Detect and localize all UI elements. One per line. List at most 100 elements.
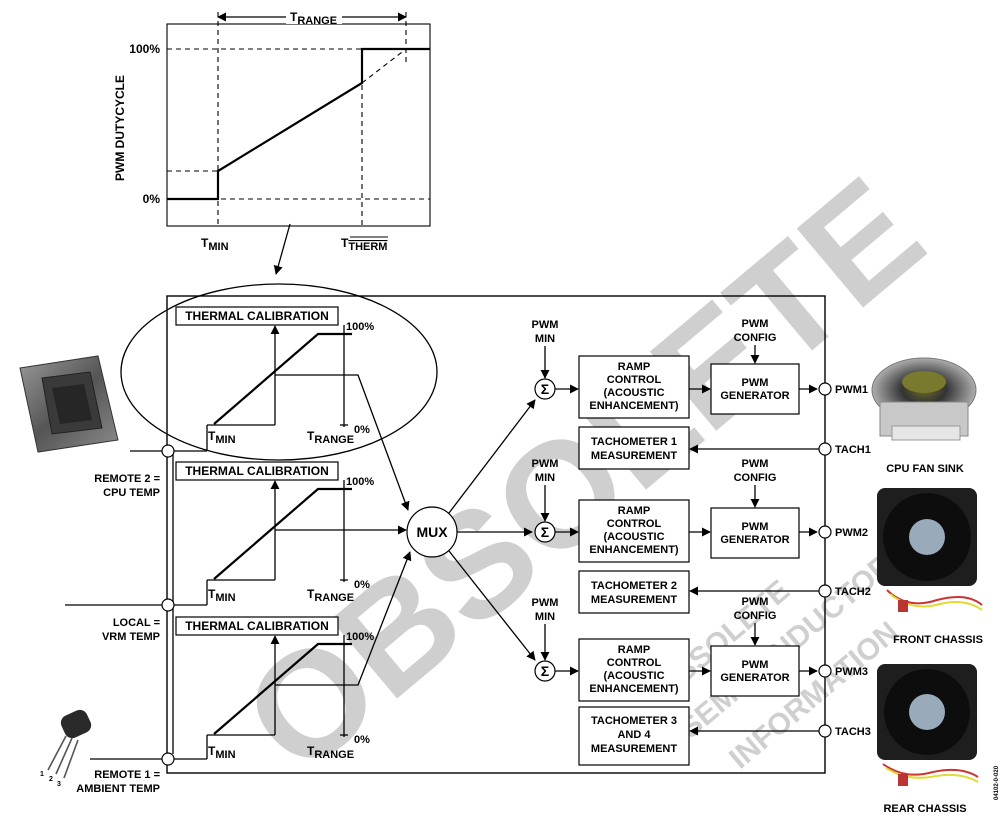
svg-text:LOCAL =: LOCAL = [113,617,160,629]
svg-text:MIN: MIN [535,472,555,484]
svg-text:REMOTE 1 =: REMOTE 1 = [94,769,160,781]
pin-remote2 [162,445,174,457]
svg-text:RAMP: RAMP [618,361,650,373]
cal-trange: TRANGE [307,429,354,446]
pin-tach1-label: TACH1 [835,444,871,456]
cal-tmin: TMIN [208,744,236,761]
mux-label: MUX [416,524,448,540]
svg-text:TACH3: TACH3 [835,726,871,738]
pwm-graph: TRANGE 100% 0% PWM DUTYCYCLE TMIN TTHERM [113,8,430,253]
svg-text:(ACOUSTIC: (ACOUSTIC [603,387,664,399]
svg-text:(ACOUSTIC: (ACOUSTIC [603,670,664,682]
cal-title: THERMAL CALIBRATION [185,309,329,323]
svg-text:TACHOMETER 3: TACHOMETER 3 [591,715,677,727]
pin-pwm2 [819,526,831,538]
cal-0: 0% [354,424,370,436]
input-labels: REMOTE 2 = CPU TEMP LOCAL = VRM TEMP REM… [76,473,160,795]
pwm-min-1-l2: MIN [535,333,555,345]
pin-tach1 [819,443,831,455]
pin-pwm1 [819,383,831,395]
front-chassis-fan-image [877,488,982,612]
svg-text:AMBIENT TEMP: AMBIENT TEMP [76,783,160,795]
cal-0: 0% [354,579,370,591]
svg-text:VRM TEMP: VRM TEMP [102,631,160,643]
svg-text:CONFIG: CONFIG [734,610,777,622]
sigma-1: Σ [541,381,549,397]
svg-text:GENERATOR: GENERATOR [720,534,789,546]
ramp-extension [362,49,406,83]
svg-text:RAMP: RAMP [618,505,650,517]
rear-chassis-label: REAR CHASSIS [883,803,966,815]
svg-text:REMOTE 2 =: REMOTE 2 = [94,473,160,485]
pwm-config-1-l1: PWM [742,318,769,330]
calibration-block-1: THERMAL CALIBRATION 100% 0% TMIN TRANGE [176,307,374,446]
svg-text:2: 2 [49,776,53,783]
svg-text:PWM: PWM [532,597,559,609]
svg-text:MEASUREMENT: MEASUREMENT [591,594,677,606]
cal-tmin: TMIN [208,429,236,446]
svg-text:MEASUREMENT: MEASUREMENT [591,743,677,755]
svg-text:TACHOMETER 1: TACHOMETER 1 [591,436,677,448]
cal-tmin: TMIN [208,587,236,604]
cal-curve [214,489,352,579]
svg-text:GENERATOR: GENERATOR [720,672,789,684]
cal-100: 100% [346,631,374,643]
svg-text:TACHOMETER 2: TACHOMETER 2 [591,580,677,592]
pin-tach3 [819,725,831,737]
svg-text:Σ: Σ [541,524,549,540]
cpu-fan-sink-label: CPU FAN SINK [886,463,964,475]
cal-title: THERMAL CALIBRATION [185,464,329,478]
svg-text:MEASUREMENT: MEASUREMENT [591,450,677,462]
svg-text:CONTROL: CONTROL [607,518,662,530]
svg-text:PWM3: PWM3 [835,666,868,678]
svg-text:PWM: PWM [742,659,769,671]
svg-text:PWM: PWM [742,458,769,470]
y-tick-100: 100% [129,42,160,56]
front-chassis-label: FRONT CHASSIS [893,634,983,646]
pin-local [162,599,174,611]
pwm-generator-box-1 [711,364,799,414]
svg-text:3: 3 [57,781,61,788]
cal-curve [214,334,352,424]
tachometer-box-2 [579,571,689,613]
duty-cycle-curve [167,49,430,199]
cal-title: THERMAL CALIBRATION [185,619,329,633]
svg-text:MIN: MIN [535,611,555,623]
svg-text:CONTROL: CONTROL [607,657,662,669]
cpu-chip-image [20,356,118,452]
svg-text:PWM: PWM [742,521,769,533]
svg-text:RAMP: RAMP [618,644,650,656]
graph-frame [167,24,430,226]
svg-text:PWM: PWM [742,596,769,608]
cal-100: 100% [346,321,374,333]
cal-0: 0% [354,734,370,746]
x-tick-tmin: TMIN [201,236,229,253]
zoom-arrow [276,224,290,274]
svg-text:(ACOUSTIC: (ACOUSTIC [603,531,664,543]
svg-text:ENHANCEMENT): ENHANCEMENT) [589,400,679,412]
svg-text:ENHANCEMENT): ENHANCEMENT) [589,683,679,695]
svg-text:1: 1 [40,771,44,778]
pin-remote1 [162,753,174,765]
svg-text:CPU TEMP: CPU TEMP [103,487,160,499]
cal-100: 100% [346,476,374,488]
tachometer-box-1 [579,427,689,469]
figure-id: 04102-0-020 [994,765,1000,800]
pwm-config-1-l2: CONFIG [734,332,777,344]
pin-pwm3 [819,665,831,677]
pwm-generator-box-3 [711,646,799,696]
svg-text:TACH2: TACH2 [835,586,871,598]
svg-text:GENERATOR: GENERATOR [720,390,789,402]
svg-text:CONTROL: CONTROL [607,374,662,386]
x-tick-ttherm: TTHERM [341,236,387,253]
svg-text:Σ: Σ [541,663,549,679]
cpu-fan-sink-image [872,358,976,440]
pin-pwm1-label: PWM1 [835,384,868,396]
svg-text:PWM: PWM [532,458,559,470]
y-tick-0: 0% [143,192,161,206]
svg-text:PWM2: PWM2 [835,527,868,539]
pwm-min-1-l1: PWM [532,319,559,331]
svg-text:CONFIG: CONFIG [734,472,777,484]
transistor-image: 1 2 3 [40,707,94,788]
